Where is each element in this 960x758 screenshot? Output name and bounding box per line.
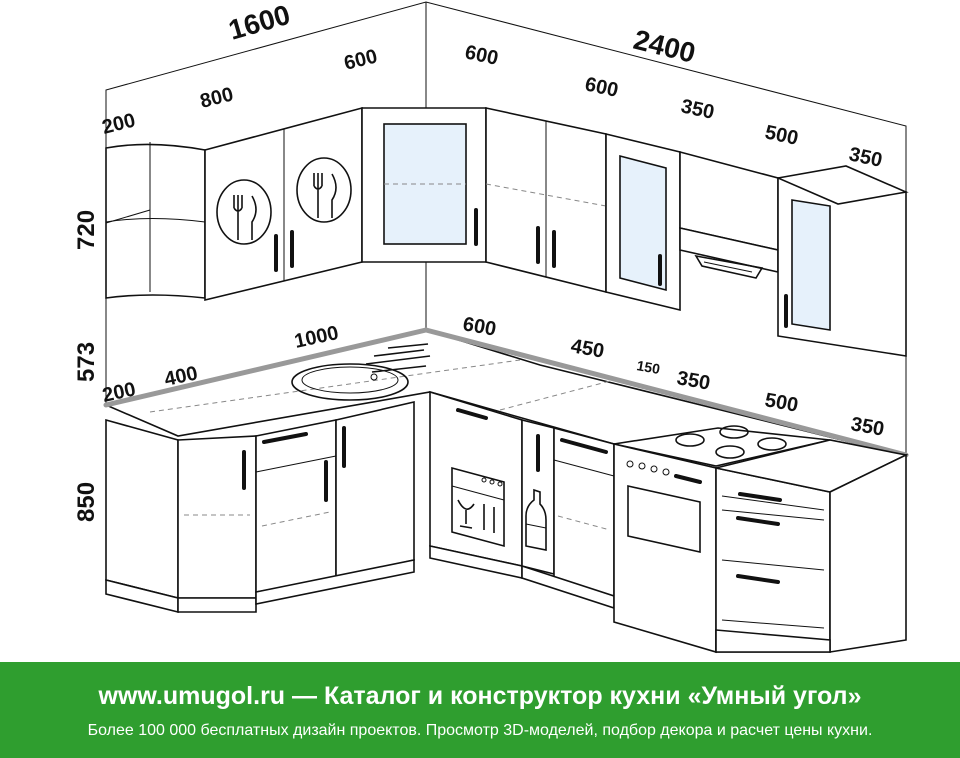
dishwasher-icon bbox=[451, 466, 505, 548]
dim-upper-350-b: 350 bbox=[847, 143, 884, 171]
dim-height-gap: 573 bbox=[73, 342, 100, 382]
bottle-icon bbox=[525, 488, 547, 551]
dim-upper-600-left: 600 bbox=[342, 45, 380, 74]
base-cabinet-sink bbox=[255, 400, 415, 605]
base-cabinet-bottle bbox=[521, 418, 615, 610]
base-cabinet-drawers bbox=[715, 439, 909, 653]
sink bbox=[291, 343, 431, 401]
dim-base-350-a: 350 bbox=[675, 367, 712, 394]
upper-cabinet-cutlery bbox=[204, 106, 363, 302]
dim-base-450: 450 bbox=[569, 335, 606, 362]
base-cabinet-dishwasher bbox=[429, 390, 523, 579]
cutlery-icon bbox=[233, 195, 257, 240]
dim-upper-right-width: 2400 bbox=[631, 24, 699, 69]
range-hood-icon bbox=[694, 254, 764, 279]
footer-banner: www.umugol.ru — Каталог и конструктор ку… bbox=[0, 662, 960, 758]
dim-base-600: 600 bbox=[461, 313, 498, 340]
countertop-edge-highlights bbox=[103, 327, 909, 458]
dim-upper-500: 500 bbox=[763, 121, 800, 149]
dim-base-500: 500 bbox=[763, 389, 800, 416]
upper-open-shelf bbox=[105, 142, 206, 299]
upper-cabinet-double bbox=[485, 107, 607, 294]
dim-base-350-b: 350 bbox=[849, 413, 886, 440]
dim-upper-350-a: 350 bbox=[679, 95, 716, 123]
dim-upper-600-right: 600 bbox=[583, 73, 620, 101]
drainer bbox=[365, 343, 431, 373]
footer-title[interactable]: www.umugol.ru — Каталог и конструктор ку… bbox=[98, 682, 862, 710]
dim-base-150: 150 bbox=[635, 357, 661, 377]
oven-cabinet bbox=[613, 442, 717, 654]
upper-corner-glass-cabinet bbox=[361, 107, 487, 263]
footer-subtitle: Более 100 000 бесплатных дизайн проектов… bbox=[87, 722, 873, 739]
upper-glass-cabinet bbox=[605, 132, 681, 312]
dim-height-upper: 720 bbox=[73, 210, 100, 250]
upper-glass-cabinet-right bbox=[775, 165, 909, 357]
upper-hood-cabinet bbox=[679, 150, 779, 279]
dimension-labels: 1600 2400 200 800 600 600 600 350 500 35… bbox=[73, 0, 886, 522]
dim-upper-600-corner: 600 bbox=[463, 41, 500, 69]
dim-upper-left-width: 1600 bbox=[225, 0, 293, 46]
oven-icon bbox=[626, 460, 702, 553]
dim-height-base: 850 bbox=[73, 482, 100, 522]
kitchen-drawing: 1600 2400 200 800 600 600 600 350 500 35… bbox=[73, 0, 909, 654]
base-cabinet-left bbox=[105, 418, 257, 614]
dim-upper-800: 800 bbox=[198, 83, 236, 112]
dim-base-1000: 1000 bbox=[292, 322, 340, 353]
cutlery-icon bbox=[313, 173, 337, 218]
